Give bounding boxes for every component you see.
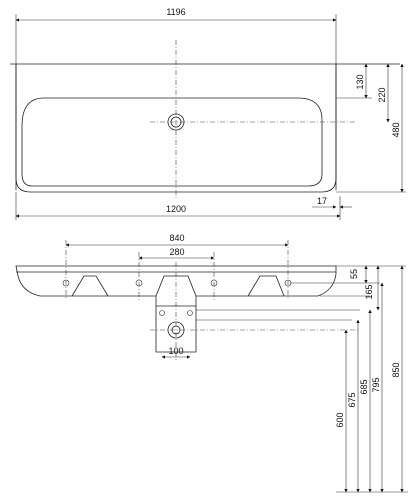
mount-hole-midright [210, 279, 218, 287]
side-hole-right [187, 310, 193, 316]
mount-hole-midleft [135, 279, 143, 287]
side-hole-left [159, 310, 165, 316]
tap-hole-inner [170, 116, 182, 128]
dim-text-1200: 1200 [166, 204, 186, 214]
mount-hole-left [62, 279, 70, 287]
dim-text-850: 850 [391, 362, 401, 377]
dim-text-55: 55 [349, 269, 359, 279]
top-view: 1196 130 220 480 1200 17 [10, 7, 406, 220]
dim-text-600: 600 [335, 412, 345, 427]
dim-text-840: 840 [169, 233, 184, 243]
dim-text-220: 220 [377, 87, 387, 102]
dim-text-685: 685 [359, 379, 369, 394]
dim-text-1196: 1196 [166, 7, 185, 17]
bowl-left-front [71, 275, 109, 297]
siphon-outline [155, 306, 197, 353]
dim-text-280: 280 [169, 247, 184, 257]
bowl-mid-front [155, 275, 197, 297]
dim-text-675: 675 [347, 392, 357, 407]
front-view: 840 280 100 [15, 233, 408, 493]
dim-text-480: 480 [391, 122, 401, 137]
tap-hole-outer [167, 113, 185, 131]
dim-text-17: 17 [317, 196, 327, 206]
dim-text-795: 795 [371, 377, 381, 392]
bowl-right-front [247, 275, 285, 297]
dim-text-165: 165 [364, 284, 374, 299]
dim-text-100: 100 [168, 346, 183, 356]
inner-bowl-top [21, 97, 323, 187]
dim-text-130: 130 [355, 74, 365, 89]
